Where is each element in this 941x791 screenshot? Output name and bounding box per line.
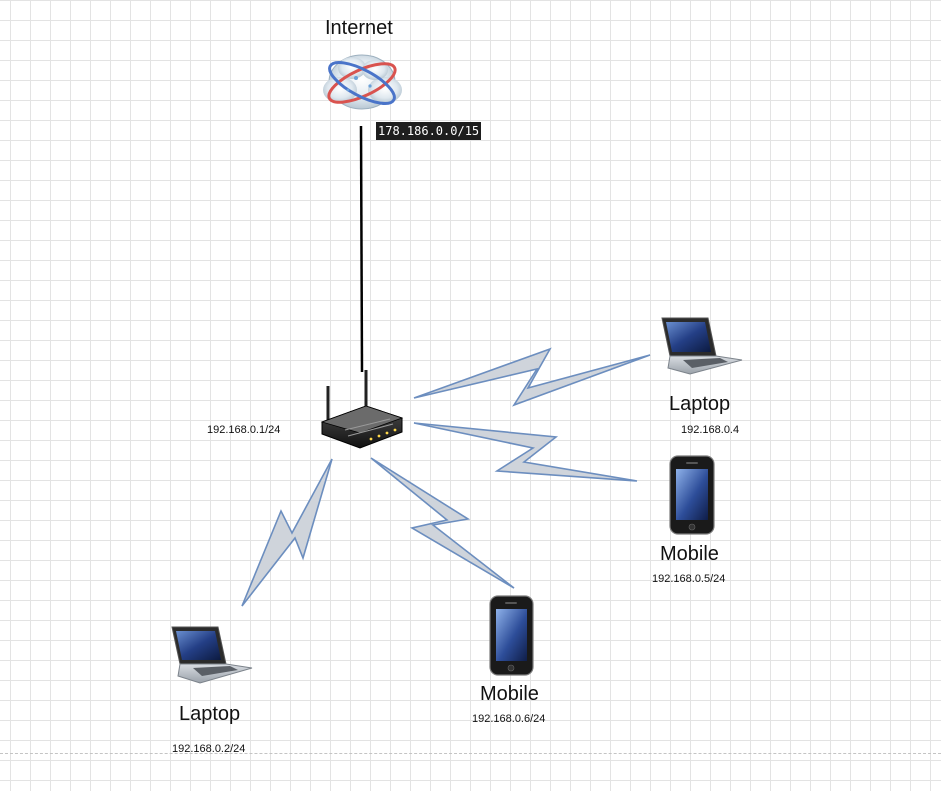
device-ip-label: 192.168.0.6/24 bbox=[472, 713, 546, 725]
internet-label: Internet bbox=[325, 17, 393, 39]
device-type-label: Mobile bbox=[480, 683, 539, 705]
wireless-link-mobile-right[interactable] bbox=[413, 422, 638, 482]
device-type-label: Laptop bbox=[669, 393, 731, 415]
wireless-link-laptop-right[interactable] bbox=[413, 347, 651, 407]
laptop-icon[interactable] bbox=[171, 626, 253, 684]
device-ip-label: 192.168.0.4 bbox=[681, 424, 740, 436]
wireless-links bbox=[241, 347, 651, 607]
wired-uplink[interactable] bbox=[359, 125, 364, 373]
laptop-icon[interactable] bbox=[661, 317, 743, 375]
wireless-link-mobile-bottom[interactable] bbox=[370, 457, 515, 589]
wireless-link-laptop-left[interactable] bbox=[241, 458, 333, 607]
device-type-label: Mobile bbox=[660, 543, 719, 565]
page-break-divider bbox=[0, 753, 941, 754]
device-type-label: Laptop bbox=[179, 703, 241, 725]
mobile-phone-icon[interactable] bbox=[669, 455, 715, 535]
cloud-globe-icon[interactable] bbox=[323, 54, 402, 112]
device-ip-label: 192.168.0.2/24 bbox=[172, 743, 246, 755]
internet-subnet-label: 178.186.0.0/15 bbox=[376, 122, 482, 140]
device-ip-label: 192.168.0.5/24 bbox=[652, 573, 726, 585]
mobile-phone-icon[interactable] bbox=[489, 595, 534, 676]
wireless-router-icon[interactable] bbox=[320, 370, 404, 449]
router-ip-label: 192.168.0.1/24 bbox=[207, 424, 281, 436]
